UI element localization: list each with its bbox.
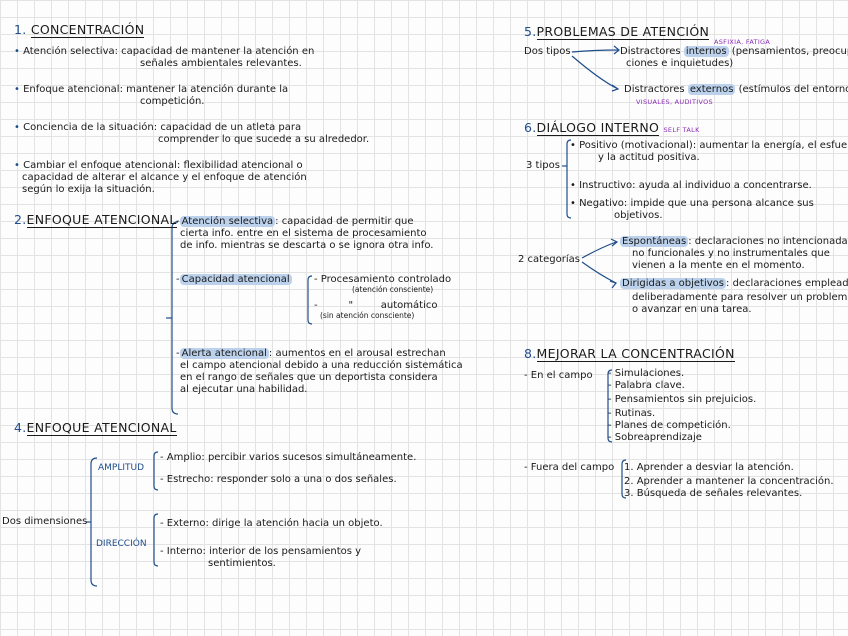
brace-direccion xyxy=(153,513,159,567)
s6-espontaneas: Espontáneas: declaraciones no intenciona… xyxy=(620,236,848,247)
s5-externos: Distractores externos (estímulos del ent… xyxy=(624,84,848,95)
s6-2-categorias: 2 categorías xyxy=(518,254,580,265)
s2-alert-line2: el campo atencional debido a una reducci… xyxy=(180,360,463,371)
section-4-heading: 4.ENFOQUE ATENCIONAL xyxy=(14,420,177,436)
direccion-interno: - Interno: interior de los pensamientos … xyxy=(160,546,362,557)
s1-bullet-4: • Cambiar el enfoque atencional: flexibi… xyxy=(14,160,303,171)
s2-proc-controlado-sub: (atención consciente) xyxy=(352,285,434,294)
s6-dir-line3: o avanzar en una tarea. xyxy=(632,304,752,315)
brace-fuera-campo xyxy=(621,459,627,499)
s1-bullet-1-cont: señales ambientales relevantes. xyxy=(140,58,302,69)
brace-3-tipos xyxy=(566,139,572,219)
amplitud-estrecho: - Estrecho: responder solo a una o dos s… xyxy=(160,474,397,485)
s8-fuera-0: 1. Aprender a desviar la atención. xyxy=(624,462,794,473)
brace-en-campo xyxy=(607,369,613,443)
s5-internos-cont: ciones e inquietudes) xyxy=(626,58,734,69)
s5-internos: Distractores internos (pensamientos, pre… xyxy=(620,46,848,57)
amplitud-amplio: - Amplio: percibir varios sucesos simult… xyxy=(160,452,417,463)
section-2-heading: 2.ENFOQUE ATENCIONAL xyxy=(14,212,177,228)
arrow-espontaneas xyxy=(581,241,617,259)
s1-bullet-2: • Enfoque atencional: mantener la atenci… xyxy=(14,84,289,95)
s1-bullet-2-cont: competición. xyxy=(140,96,205,107)
brace-capacidad xyxy=(307,275,313,325)
section-8-heading: 8.MEJORAR LA CONCENTRACIÓN xyxy=(524,346,735,362)
s6-esp-line2: no funcionales y no instrumentales que xyxy=(632,248,830,259)
s1-bullet-3-cont: comprender lo que sucede a su alrededor. xyxy=(158,134,370,145)
s8-item-3: - Rutinas. xyxy=(608,408,656,419)
direccion-label: DIRECCIÓN xyxy=(96,539,147,549)
s5-dos-tipos: Dos tipos xyxy=(524,46,571,57)
section-5-heading: 5.PROBLEMAS DE ATENCIÓN xyxy=(524,24,710,40)
self-talk-note: SELF TALK xyxy=(663,126,700,134)
s1-bullet-4-cont2: según lo exija la situación. xyxy=(22,184,155,195)
brace-dimensiones xyxy=(90,457,98,587)
s8-item-0: - Simulaciones. xyxy=(608,368,685,379)
s8-item-1: - Palabra clave. xyxy=(608,380,685,391)
s8-fuera-1: 2. Aprender a mantener la concentración. xyxy=(624,476,834,487)
s8-item-4: - Planes de competición. xyxy=(608,420,731,431)
s2-atencion-selectiva: -Atención selectiva: capacidad de permit… xyxy=(176,216,414,227)
s6-negativo-cont: objetivos. xyxy=(614,210,663,221)
s2-capacidad-atencional: -Capacidad atencional xyxy=(176,274,292,285)
s6-instructivo: • Instructivo: ayuda al individuo a conc… xyxy=(570,180,812,191)
visuales-auditivos-note: VISUALES, AUDITIVOS xyxy=(636,98,713,106)
s6-positivo: • Positivo (motivacional): aumentar la e… xyxy=(570,140,848,151)
s2-proc-automatico-sub: (sin atención consciente) xyxy=(320,311,415,320)
s6-dir-line2: deliberadamente para resolver un problem… xyxy=(632,292,848,303)
s8-en-el-campo: - En el campo xyxy=(524,370,593,381)
dos-dimensiones-label: Dos dimensiones xyxy=(2,516,88,527)
s8-item-2: - Pensamientos sin prejuicios. xyxy=(608,394,757,405)
direccion-externo: - Externo: dirige la atención hacia un o… xyxy=(160,518,383,529)
s2-alert-line3: en el rango de señales que un deportista… xyxy=(180,372,438,383)
arrow-internos xyxy=(571,49,619,53)
s8-fuera-del-campo: - Fuera del campo xyxy=(524,462,615,473)
s1-bullet-1: • Atención selectiva: capacidad de mante… xyxy=(14,46,315,57)
s1-bullet-3: • Conciencia de la situación: capacidad … xyxy=(14,122,302,133)
s2-proc-automatico: - "automático xyxy=(314,300,438,311)
direccion-interno-cont: sentimientos. xyxy=(208,558,276,569)
s1-bullet-4-cont: capacidad de alterar el alcance y el enf… xyxy=(22,172,307,183)
s8-item-5: - Sobreaprendizaje xyxy=(608,432,702,443)
s6-negativo: • Negativo: impide que una persona alcan… xyxy=(570,198,814,209)
section-6-heading: 6.DIÁLOGO INTERNO SELF TALK xyxy=(524,120,700,136)
arrow-externos xyxy=(571,55,619,90)
s6-positivo-cont: y la actitud positiva. xyxy=(598,152,700,163)
s6-dirigidas: Dirigidas a objetivos: declaraciones emp… xyxy=(620,278,848,289)
s6-3-tipos: 3 tipos xyxy=(526,160,560,171)
s2-alert-line4: al ejecutar una habilidad. xyxy=(180,384,308,395)
s2-proc-controlado: - Procesamiento controlado xyxy=(314,274,452,285)
s2-sel-line3: de info. mientras se descarta o se ignor… xyxy=(180,240,434,251)
asfixia-fatiga-note: ASFIXIA, FATIGA xyxy=(714,38,771,46)
amplitud-label: AMPLITUD xyxy=(98,463,145,473)
s8-fuera-2: 3. Búsqueda de señales relevantes. xyxy=(624,488,803,499)
s2-alerta-atencional: -Alerta atencional: aumentos en el arous… xyxy=(176,348,446,359)
arrow-dirigidas xyxy=(581,261,617,284)
s6-esp-line3: vienen a la mente en el momento. xyxy=(632,260,805,271)
s2-sel-line2: cierta info. entre en el sistema de proc… xyxy=(180,228,427,239)
section-1-heading: 1. CONCENTRACIÓN xyxy=(14,22,145,38)
brace-enfoque xyxy=(171,221,179,415)
brace-amplitud xyxy=(153,451,159,491)
